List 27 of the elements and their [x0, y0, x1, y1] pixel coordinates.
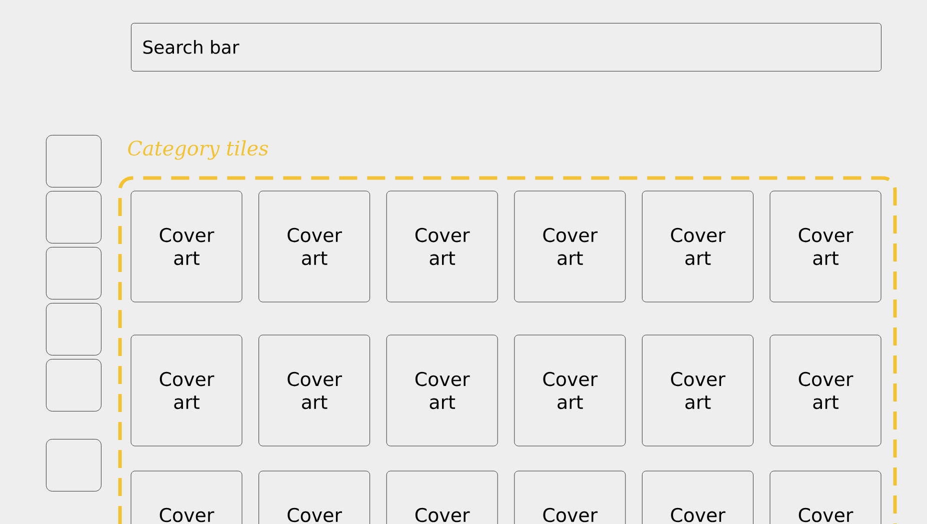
cover-tile: Cover art [514, 190, 626, 302]
cover-tile: Cover [770, 470, 882, 524]
cover-tile: Cover art [130, 334, 242, 446]
side-button [46, 191, 102, 244]
side-button [46, 303, 102, 356]
cover-tile: Cover art [386, 190, 498, 302]
cover-tile: Cover art [770, 334, 882, 446]
cover-tile: Cover [130, 470, 242, 524]
cover-tile: Cover art [642, 334, 754, 446]
cover-tile: Cover art [130, 190, 242, 302]
cover-tile: Cover [258, 470, 370, 524]
cover-tile: Cover art [258, 334, 370, 446]
side-button [46, 247, 102, 300]
cover-tile: Cover art [770, 190, 882, 302]
cover-tile: Cover art [258, 190, 370, 302]
cover-tile: Cover art [642, 190, 754, 302]
search-bar: Search bar [131, 23, 882, 72]
side-button [46, 135, 102, 188]
dashed-group-frame [118, 176, 897, 524]
cover-tile: Cover [386, 470, 498, 524]
cover-tile: Cover [514, 470, 626, 524]
cover-tile: Cover [642, 470, 754, 524]
group-heading: Category tiles [128, 140, 268, 160]
cover-tile: Cover art [386, 334, 498, 446]
side-button [46, 439, 102, 492]
side-button [46, 359, 102, 412]
cover-tile: Cover art [514, 334, 626, 446]
